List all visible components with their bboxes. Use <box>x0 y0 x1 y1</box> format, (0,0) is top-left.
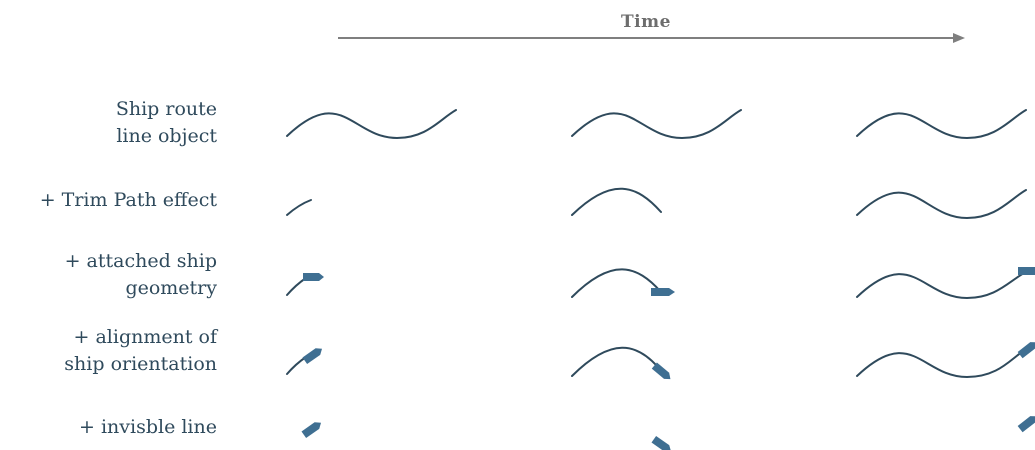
row-label-trim-path: + Trim Path effect <box>40 187 217 214</box>
ship-icon <box>302 348 323 365</box>
route-line-t3 <box>856 109 1027 140</box>
row-route-line <box>286 109 1027 140</box>
row-label-line: ship orientation <box>64 353 217 375</box>
route-line-t1 <box>286 109 457 140</box>
ship-icon <box>303 273 324 281</box>
row-ship-orientation <box>286 342 1035 380</box>
ship-icon <box>651 362 671 380</box>
trim-path-t2 <box>571 187 662 216</box>
time-arrow-head <box>953 33 965 43</box>
row-label-line: + Trim Path effect <box>39 189 217 211</box>
row-invisible-line <box>301 416 1035 450</box>
row-attached-ship <box>286 267 1035 300</box>
row-label-line: + alignment of <box>73 326 217 348</box>
row-trim-path <box>286 187 1027 220</box>
ship-icon <box>651 288 675 296</box>
attached-route-t2 <box>571 268 662 298</box>
row-label-route-line: Ship route line object <box>116 96 217 150</box>
row-label-line: line object <box>116 125 217 147</box>
ship-icon <box>1017 416 1035 433</box>
row-label-attached-ship: + attached ship geometry <box>65 248 217 302</box>
aligned-route-t3 <box>856 351 1023 379</box>
aligned-route-t2 <box>571 346 658 377</box>
ship-icon <box>651 435 672 450</box>
row-label-invisible-line: + invisble line <box>79 414 217 441</box>
attached-route-t3 <box>856 271 1027 300</box>
route-line-t2 <box>571 109 742 140</box>
row-label-line: + attached ship <box>64 250 217 272</box>
row-label-line: Ship route <box>115 98 217 120</box>
row-label-line: + invisble line <box>79 416 217 438</box>
ship-icon <box>1017 342 1035 359</box>
ship-icon <box>1018 267 1035 275</box>
aligned-route-t1 <box>286 356 307 375</box>
row-label-line: geometry <box>125 277 217 299</box>
time-arrow <box>338 33 965 43</box>
ship-icon <box>301 422 322 439</box>
time-label: Time <box>621 12 671 32</box>
trim-path-t1 <box>286 199 312 216</box>
row-label-ship-orientation: + alignment of ship orientation <box>64 324 217 378</box>
trim-path-t3 <box>856 189 1027 220</box>
